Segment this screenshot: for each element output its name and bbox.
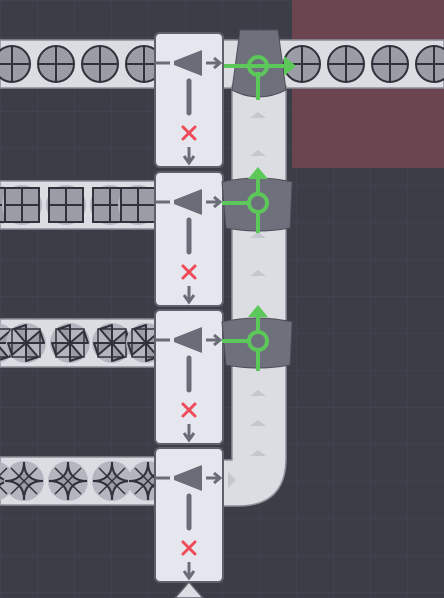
circle-cross-item — [81, 45, 119, 83]
vertical-belt-track[interactable] — [221, 85, 287, 507]
splitters-layer — [154, 32, 224, 598]
merger-3[interactable] — [221, 305, 293, 371]
arrow-head — [248, 305, 268, 317]
item-cross — [328, 46, 364, 82]
star-item — [48, 461, 88, 501]
splitter-2[interactable] — [154, 171, 224, 307]
belt-chevron — [250, 150, 266, 156]
funnel-shape — [174, 465, 202, 491]
merger-2[interactable] — [221, 167, 293, 233]
arrow-head — [284, 56, 296, 76]
green-arrow-icon — [222, 167, 269, 233]
item-blades — [51, 324, 89, 362]
merger-body[interactable] — [221, 317, 293, 369]
star-item — [4, 461, 44, 501]
item-frame — [11, 328, 41, 358]
funnel-shape — [174, 50, 202, 76]
arrow-head — [248, 167, 268, 179]
funnel-splitter-icon — [155, 189, 223, 215]
circle-cross-item — [415, 45, 444, 83]
funnel-shape — [174, 327, 202, 353]
belt-chevron — [250, 390, 266, 396]
item-diagonals — [98, 467, 126, 495]
item-blades — [7, 324, 45, 362]
x-mark-icon — [181, 125, 197, 141]
merger-body[interactable] — [221, 177, 293, 232]
funnel-splitter-icon — [155, 465, 223, 491]
belt-chevron — [250, 270, 266, 276]
green-arrow-icon — [222, 305, 269, 371]
square-grid-item — [2, 185, 42, 225]
circle-cross-item — [0, 45, 31, 83]
item-grid — [5, 188, 39, 222]
x-mark-icon — [181, 264, 197, 280]
x-mark-icon — [181, 402, 197, 418]
item-diagonals — [10, 467, 38, 495]
x-mark-stroke — [181, 402, 197, 418]
x-mark-stroke — [181, 125, 197, 141]
item-diagonals — [0, 467, 8, 495]
down-arrow-icon — [182, 147, 196, 166]
splitter-output-arrow — [206, 195, 223, 209]
star-item — [92, 461, 132, 501]
down-arrow-icon — [182, 562, 196, 581]
splitter-output-arrow — [206, 471, 223, 485]
splitter-3[interactable] — [154, 309, 224, 445]
circle-cross-item — [327, 45, 365, 83]
item-grid — [49, 188, 83, 222]
green-arrow-icon — [224, 55, 296, 100]
down-arrow-icon — [182, 286, 196, 305]
square-grid-item — [118, 185, 158, 225]
windmill-item — [6, 323, 46, 363]
item-cross — [82, 46, 118, 82]
x-mark-icon — [181, 540, 197, 556]
circle-cross-item — [371, 45, 409, 83]
x-mark-stroke — [181, 264, 197, 280]
belt-chevron — [250, 232, 266, 238]
windmill-item — [50, 323, 90, 363]
item-cross — [372, 46, 408, 82]
item-frame — [55, 328, 85, 358]
arrow-ring — [247, 55, 269, 77]
splitter-1[interactable] — [154, 32, 224, 168]
item-cross — [38, 46, 74, 82]
funnel-shape — [174, 189, 202, 215]
splitter-output-arrow — [206, 333, 223, 347]
x-mark-stroke — [181, 540, 197, 556]
splitter-output-arrow — [206, 56, 223, 70]
funnel-splitter-icon — [155, 327, 223, 353]
item-cross — [416, 46, 444, 82]
funnel-splitter-icon — [155, 50, 223, 76]
circle-cross-item — [37, 45, 75, 83]
down-arrow-icon — [182, 424, 196, 443]
mergers-layer — [221, 29, 296, 371]
item-diagonals — [54, 467, 82, 495]
belt-chevron — [228, 472, 236, 488]
splitter-4[interactable] — [154, 447, 224, 583]
merger-1[interactable] — [224, 29, 296, 100]
item-grid — [121, 188, 155, 222]
belt-chevron — [250, 450, 266, 456]
vertical-belt[interactable] — [221, 85, 287, 507]
belt-chevron — [250, 420, 266, 426]
belt-chevron — [250, 112, 266, 118]
merger-body[interactable] — [231, 29, 287, 98]
item-cross — [0, 46, 30, 82]
bottom-output-connector — [174, 580, 204, 598]
square-grid-item — [46, 185, 86, 225]
